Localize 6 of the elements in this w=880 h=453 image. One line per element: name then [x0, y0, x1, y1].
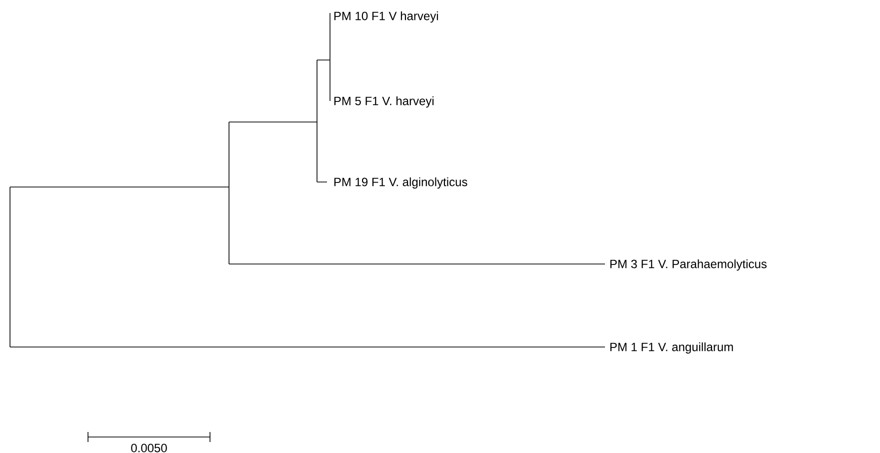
leaf-label: PM 19 F1 V. alginolyticus	[334, 177, 468, 189]
leaf-label: PM 3 F1 V. Parahaemolyticus	[610, 259, 767, 271]
leaf-label: PM 10 F1 V harveyi	[334, 11, 438, 23]
scale-value: 0.0050	[131, 444, 167, 452]
leaf-label: PM 1 F1 V. anguillarum	[610, 342, 733, 354]
leaf-label: PM 5 F1 V. harveyi	[334, 96, 434, 108]
